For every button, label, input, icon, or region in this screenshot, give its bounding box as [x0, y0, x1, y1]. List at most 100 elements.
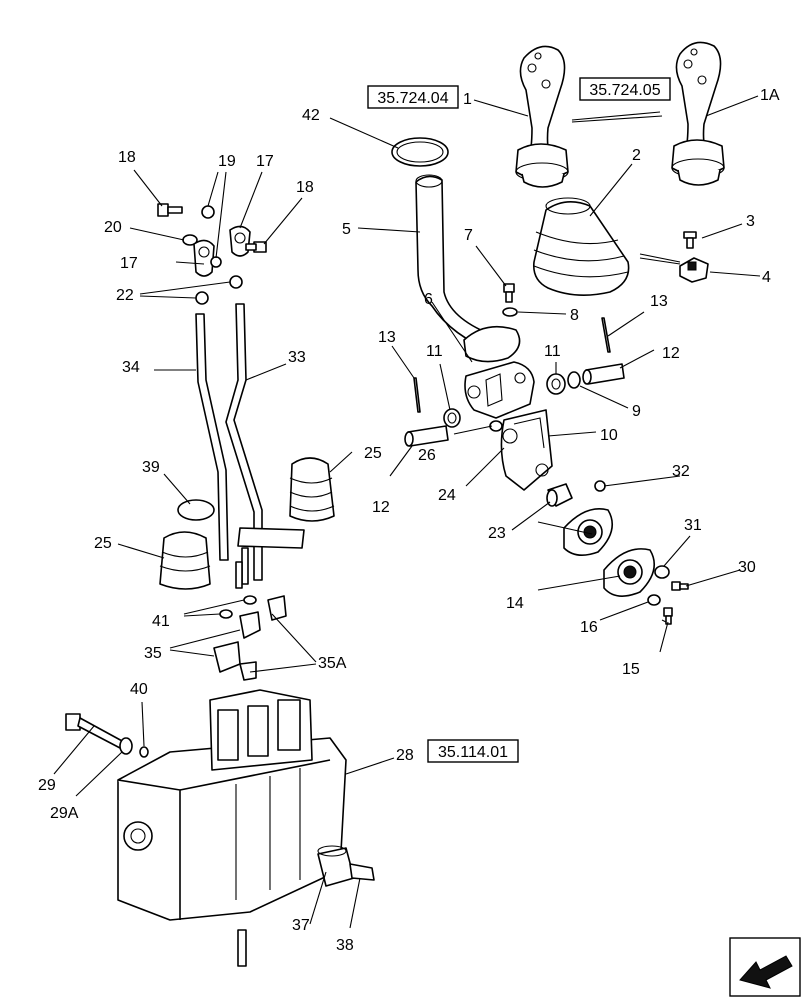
reference-label: 35.724.04	[377, 90, 448, 107]
callout-20: 20	[104, 219, 122, 236]
callout-25-right: 25	[364, 445, 382, 462]
callout-31: 31	[684, 517, 702, 534]
pivot-block-10	[500, 409, 553, 491]
ball-joint-17-left	[193, 239, 215, 277]
pin-12-right	[582, 363, 625, 385]
pivot-bracket-6	[464, 361, 535, 419]
callout-3: 3	[746, 213, 755, 230]
bushing-11-left	[443, 408, 461, 428]
callout-29: 29	[38, 777, 56, 794]
callout-14: 14	[506, 595, 524, 612]
callout-13-right: 13	[650, 293, 668, 310]
callout-6: 6	[424, 291, 433, 308]
washer-40	[139, 746, 149, 758]
reference-box-35-114-01[interactable]: 35.114.01	[427, 739, 519, 763]
callout-7: 7	[464, 227, 473, 244]
callout-8: 8	[570, 307, 579, 324]
callout-12-right: 12	[662, 345, 680, 362]
callout-11-left: 11	[426, 343, 443, 360]
callout-35a: 35A	[318, 655, 347, 672]
callout-10: 10	[600, 427, 618, 444]
callout-42: 42	[302, 107, 320, 124]
clip-35a-upper	[267, 595, 287, 621]
reference-label: 35.114.01	[438, 744, 508, 761]
callout-1: 1	[463, 91, 472, 108]
callout-25-left: 25	[94, 535, 112, 552]
callout-41: 41	[152, 613, 170, 630]
callout-15: 15	[622, 661, 640, 678]
snap-ring-42	[391, 137, 449, 167]
callout-23: 23	[488, 525, 506, 542]
callout-2: 2	[632, 147, 641, 164]
callout-39: 39	[142, 459, 160, 476]
bolt-30	[671, 581, 689, 591]
cotter-pin-13-right	[601, 317, 611, 353]
joystick-handle-1a	[671, 41, 725, 186]
callout-11-right: 11	[544, 343, 561, 360]
clip-nut-4	[679, 257, 709, 283]
lever-34	[195, 313, 229, 561]
rubber-boot-2	[532, 197, 630, 296]
cotter-pin-13-left	[413, 377, 421, 413]
nut-41-lower	[219, 609, 233, 619]
clevis-35-upper	[239, 611, 261, 639]
bolt-7	[503, 283, 515, 303]
washer-8	[502, 307, 518, 317]
callout-33: 33	[288, 349, 306, 366]
bolt-38	[349, 863, 375, 881]
callout-24: 24	[438, 487, 456, 504]
callout-1a: 1A	[760, 87, 780, 104]
callout-26: 26	[418, 447, 436, 464]
callout-32: 32	[672, 463, 690, 480]
nut-32	[594, 480, 606, 492]
bolt-18-right	[245, 241, 267, 253]
callout-12-left: 12	[372, 499, 390, 516]
callout-17-left: 17	[120, 255, 138, 272]
callout-37: 37	[292, 917, 310, 934]
nut-22-right	[229, 275, 243, 289]
lever-33	[225, 303, 305, 589]
callout-9: 9	[632, 403, 641, 420]
reference-box-35-724-04[interactable]: 35.724.04	[367, 85, 459, 109]
bushing-11-right	[546, 373, 566, 395]
flange-bearing-14-lower	[603, 548, 656, 597]
ball-joint-17-right	[229, 225, 251, 257]
washer-29a	[119, 737, 133, 755]
washer-16	[647, 594, 661, 606]
pin-12-left	[404, 425, 449, 447]
pin-23	[546, 483, 573, 507]
callout-5: 5	[342, 221, 351, 238]
bolt-15	[663, 607, 673, 625]
callout-17-right: 17	[256, 153, 274, 170]
flange-bearing-14-upper	[563, 508, 614, 556]
callout-18-left: 18	[118, 149, 136, 166]
callout-30: 30	[738, 559, 756, 576]
clevis-35-lower	[213, 641, 241, 673]
callout-40: 40	[130, 681, 148, 698]
leader-lines	[53, 95, 761, 929]
previous-page-arrow-icon[interactable]	[729, 937, 801, 997]
bolt-18-left	[157, 203, 183, 217]
callout-18-right: 18	[296, 179, 314, 196]
callout-19: 19	[218, 153, 236, 170]
callouts: 1 1A 2 3 4 5 6 7 8 9 10 11 11 12 12 13 1…	[38, 87, 780, 954]
callout-34: 34	[122, 359, 140, 376]
callout-35: 35	[144, 645, 162, 662]
callout-22: 22	[116, 287, 134, 304]
callout-29a: 29A	[50, 805, 79, 822]
control-valve-28	[117, 689, 347, 967]
washer-31	[654, 565, 670, 579]
clip-35a-lower	[239, 661, 257, 681]
lever-tube-5	[415, 174, 521, 363]
reference-box-35-724-05[interactable]: 35.724.05	[579, 77, 671, 101]
callout-28: 28	[396, 747, 414, 764]
nut-22-left	[195, 291, 209, 305]
callout-38: 38	[336, 937, 354, 954]
callout-16: 16	[580, 619, 598, 636]
nut-41-upper	[243, 595, 257, 605]
nut-19	[201, 205, 222, 268]
lever-boot-25-right	[289, 457, 335, 522]
washer-9	[567, 371, 581, 389]
bolt-29	[65, 713, 125, 749]
